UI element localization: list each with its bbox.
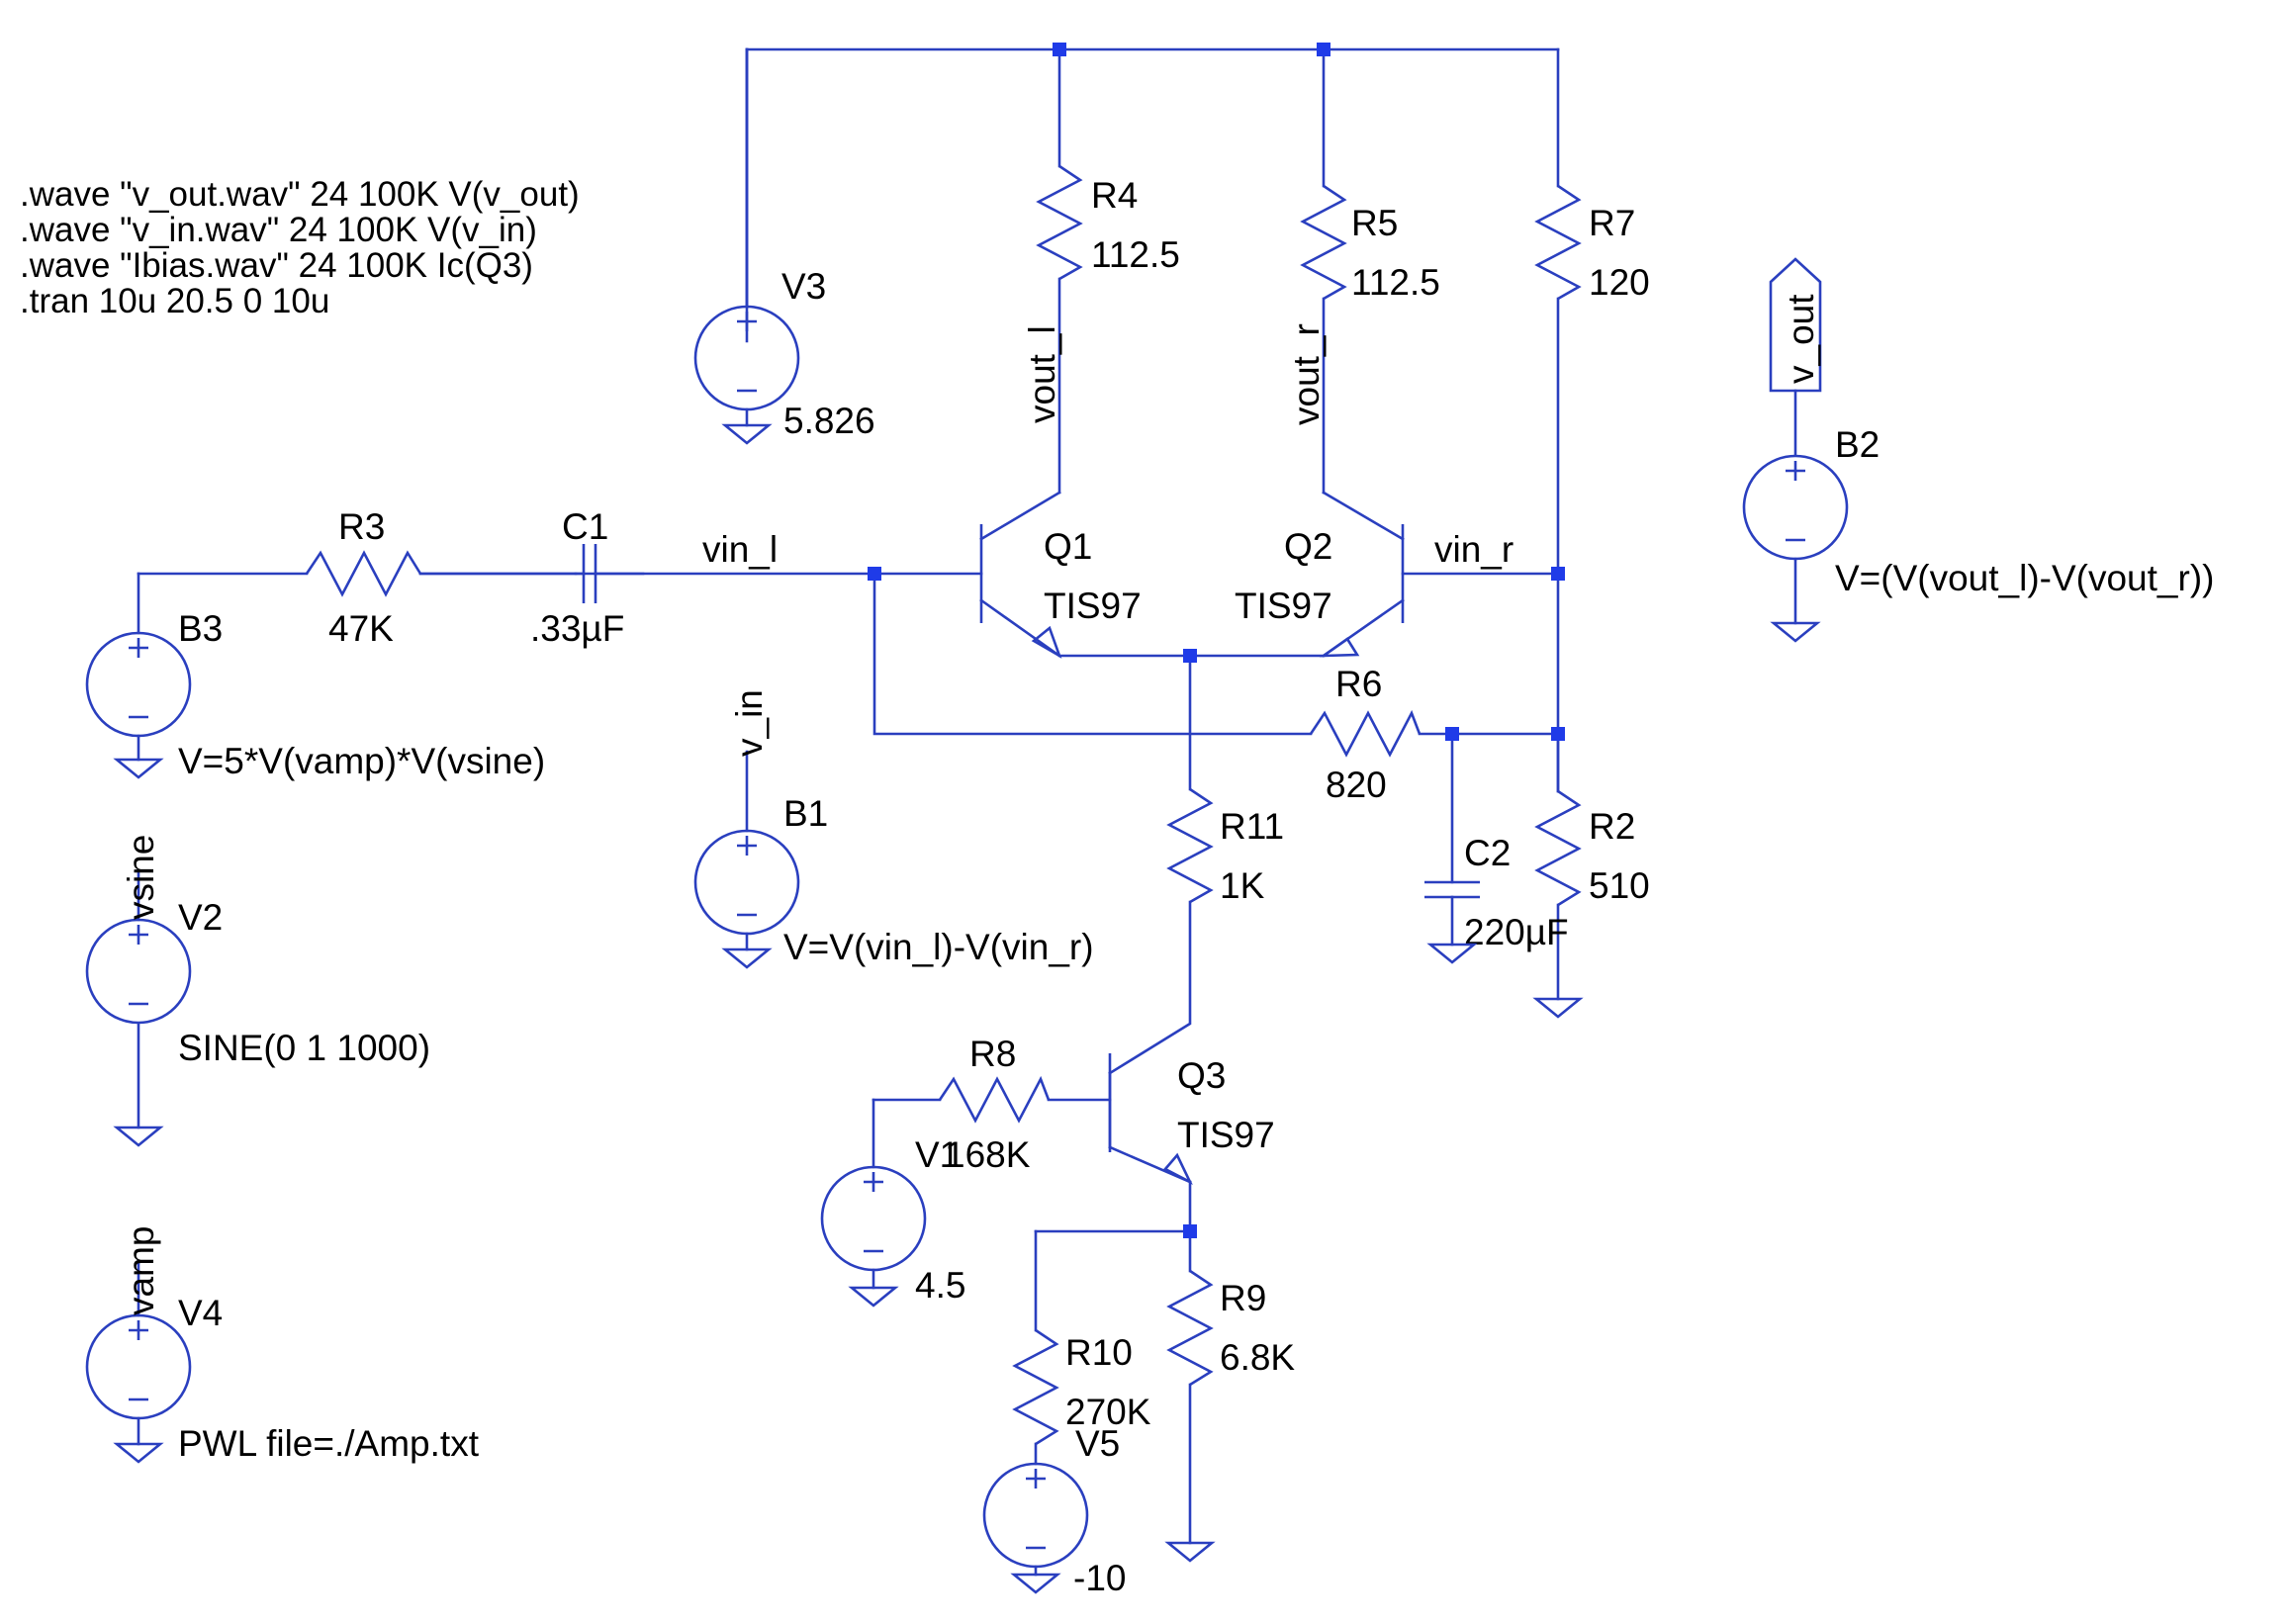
r3-value: 47K — [328, 608, 394, 649]
r10-value: 270K — [1065, 1392, 1151, 1432]
junction-dot — [868, 567, 881, 581]
r6-value: 820 — [1326, 765, 1387, 805]
r5-name: R5 — [1351, 203, 1398, 243]
v5-name: V5 — [1075, 1423, 1120, 1464]
r9-value: 6.8K — [1220, 1337, 1295, 1378]
v1-name: V1 — [915, 1134, 960, 1175]
resistor-R5[interactable]: R5 112.5 — [1300, 184, 1440, 303]
resistor-R10[interactable]: R10 270K — [1012, 1328, 1151, 1446]
resistor-R6[interactable]: R6 820 — [1309, 664, 1422, 805]
b3-value: V=5*V(vamp)*V(vsine) — [178, 741, 545, 781]
q2-name: Q2 — [1284, 526, 1332, 567]
r3-name: R3 — [338, 506, 385, 547]
ground-icon — [1532, 997, 1584, 1019]
r6-name: R6 — [1335, 664, 1382, 704]
r4-value: 112.5 — [1091, 234, 1180, 275]
c1-name: C1 — [562, 506, 608, 547]
voltage-source-V4[interactable]: V4 PWL file=./Amp.txt — [85, 1293, 480, 1464]
v4-value: PWL file=./Amp.txt — [178, 1423, 480, 1464]
c2-name: C2 — [1464, 833, 1511, 873]
net-label-v_in: v_in — [729, 689, 770, 757]
b3-name: B3 — [178, 608, 223, 649]
resistor-R4[interactable]: R4 112.5 — [1036, 164, 1180, 281]
c1-value: .33µF — [530, 608, 624, 649]
v2-name: V2 — [178, 897, 223, 938]
q2-model: TIS97 — [1235, 586, 1332, 626]
junction-dot — [1183, 649, 1197, 663]
c2-value: 220µF — [1464, 912, 1569, 952]
behavioral-source-B2[interactable]: B2 V=(V(vout_l)-V(vout_r)) — [1742, 424, 2214, 643]
junction-dot — [1317, 43, 1330, 56]
junction-dot — [1053, 43, 1066, 56]
net-label-vin_l: vin_l — [702, 529, 778, 570]
transistor-Q2[interactable]: Q2 TIS97 — [1235, 524, 1405, 658]
directive-wave-ibias[interactable]: .wave "Ibias.wav" 24 100K Ic(Q3) — [20, 246, 533, 285]
voltage-source-V5[interactable]: V5 -10 — [982, 1423, 1126, 1598]
resistor-R3[interactable]: R3 47K — [305, 506, 422, 649]
output-port-v_out[interactable]: v_out — [1769, 257, 1822, 393]
r11-value: 1K — [1220, 865, 1265, 906]
voltage-source-V1[interactable]: V1 4.5 — [820, 1134, 965, 1308]
r7-value: 120 — [1589, 262, 1650, 303]
behavioral-source-B1[interactable]: B1 V=V(vin_l)-V(vin_r) — [693, 793, 1094, 969]
r10-name: R10 — [1065, 1332, 1133, 1373]
v1-value: 4.5 — [915, 1265, 965, 1306]
capacitor-C1[interactable]: C1 .33µF — [418, 506, 645, 649]
net-labels: vout_l vout_r vin_l vin_r v_in vsine vam… — [121, 323, 1513, 1315]
b1-value: V=V(vin_l)-V(vin_r) — [783, 927, 1094, 967]
v3-value: 5.826 — [783, 401, 875, 441]
r11-name: R11 — [1220, 806, 1284, 847]
q1-name: Q1 — [1044, 526, 1092, 567]
junctions — [868, 43, 1565, 1238]
directive-wave-vout[interactable]: .wave "v_out.wav" 24 100K V(v_out) — [20, 175, 580, 214]
r5-value: 112.5 — [1351, 262, 1440, 303]
resistor-R9[interactable]: R9 6.8K — [1166, 1269, 1295, 1387]
directive-tran[interactable]: .tran 10u 20.5 0 10u — [20, 282, 329, 320]
transistor-Q3[interactable]: Q3 TIS97 — [1108, 1053, 1275, 1185]
port-label-v_out: v_out — [1781, 294, 1821, 384]
junction-dot — [1551, 567, 1565, 581]
behavioral-source-B3[interactable]: B3 V=5*V(vamp)*V(vsine) — [85, 608, 545, 781]
net-label-vout_r: vout_r — [1286, 323, 1327, 425]
q3-model: TIS97 — [1177, 1115, 1275, 1155]
spice-directives: .wave "v_out.wav" 24 100K V(v_out) .wave… — [20, 175, 580, 320]
voltage-source-V2[interactable]: V2 SINE(0 1 1000) — [85, 897, 430, 1147]
r2-name: R2 — [1589, 806, 1635, 847]
q1-model: TIS97 — [1044, 586, 1142, 626]
resistor-R11[interactable]: R11 1K — [1166, 787, 1284, 906]
r4-name: R4 — [1091, 175, 1138, 216]
voltage-source-V3[interactable]: V3 5.826 — [693, 266, 875, 445]
b2-name: B2 — [1835, 424, 1880, 465]
r2-value: 510 — [1589, 865, 1650, 906]
net-label-vout_l: vout_l — [1022, 325, 1062, 423]
v3-name: V3 — [781, 266, 826, 307]
directive-wave-vin[interactable]: .wave "v_in.wav" 24 100K V(v_in) — [20, 211, 537, 249]
r8-name: R8 — [969, 1034, 1016, 1074]
junction-dot — [1183, 1224, 1197, 1238]
r8-value: 168K — [945, 1134, 1031, 1175]
q3-name: Q3 — [1177, 1055, 1226, 1096]
ground-icon — [1426, 943, 1478, 964]
transistor-Q1[interactable]: Q1 TIS97 — [979, 524, 1142, 659]
net-label-vsine: vsine — [121, 835, 161, 920]
r9-name: R9 — [1220, 1278, 1266, 1318]
r7-name: R7 — [1589, 203, 1635, 243]
v4-name: V4 — [178, 1293, 223, 1333]
net-label-vin_r: vin_r — [1434, 529, 1513, 570]
ground-symbols — [1164, 943, 1584, 1563]
resistor-R8[interactable]: R8 168K — [938, 1034, 1051, 1175]
ground-icon — [1164, 1541, 1216, 1563]
b1-name: B1 — [783, 793, 828, 834]
b2-value: V=(V(vout_l)-V(vout_r)) — [1835, 558, 2214, 598]
resistor-R7[interactable]: R7 120 — [1534, 184, 1650, 303]
capacitor-C2[interactable]: C2 220µF — [1424, 833, 1569, 952]
junction-dot — [1551, 727, 1565, 741]
resistor-R2[interactable]: R2 510 — [1534, 789, 1650, 907]
v2-value: SINE(0 1 1000) — [178, 1028, 430, 1068]
v5-value: -10 — [1073, 1558, 1126, 1598]
net-label-vamp: vamp — [121, 1226, 161, 1315]
junction-dot — [1445, 727, 1459, 741]
